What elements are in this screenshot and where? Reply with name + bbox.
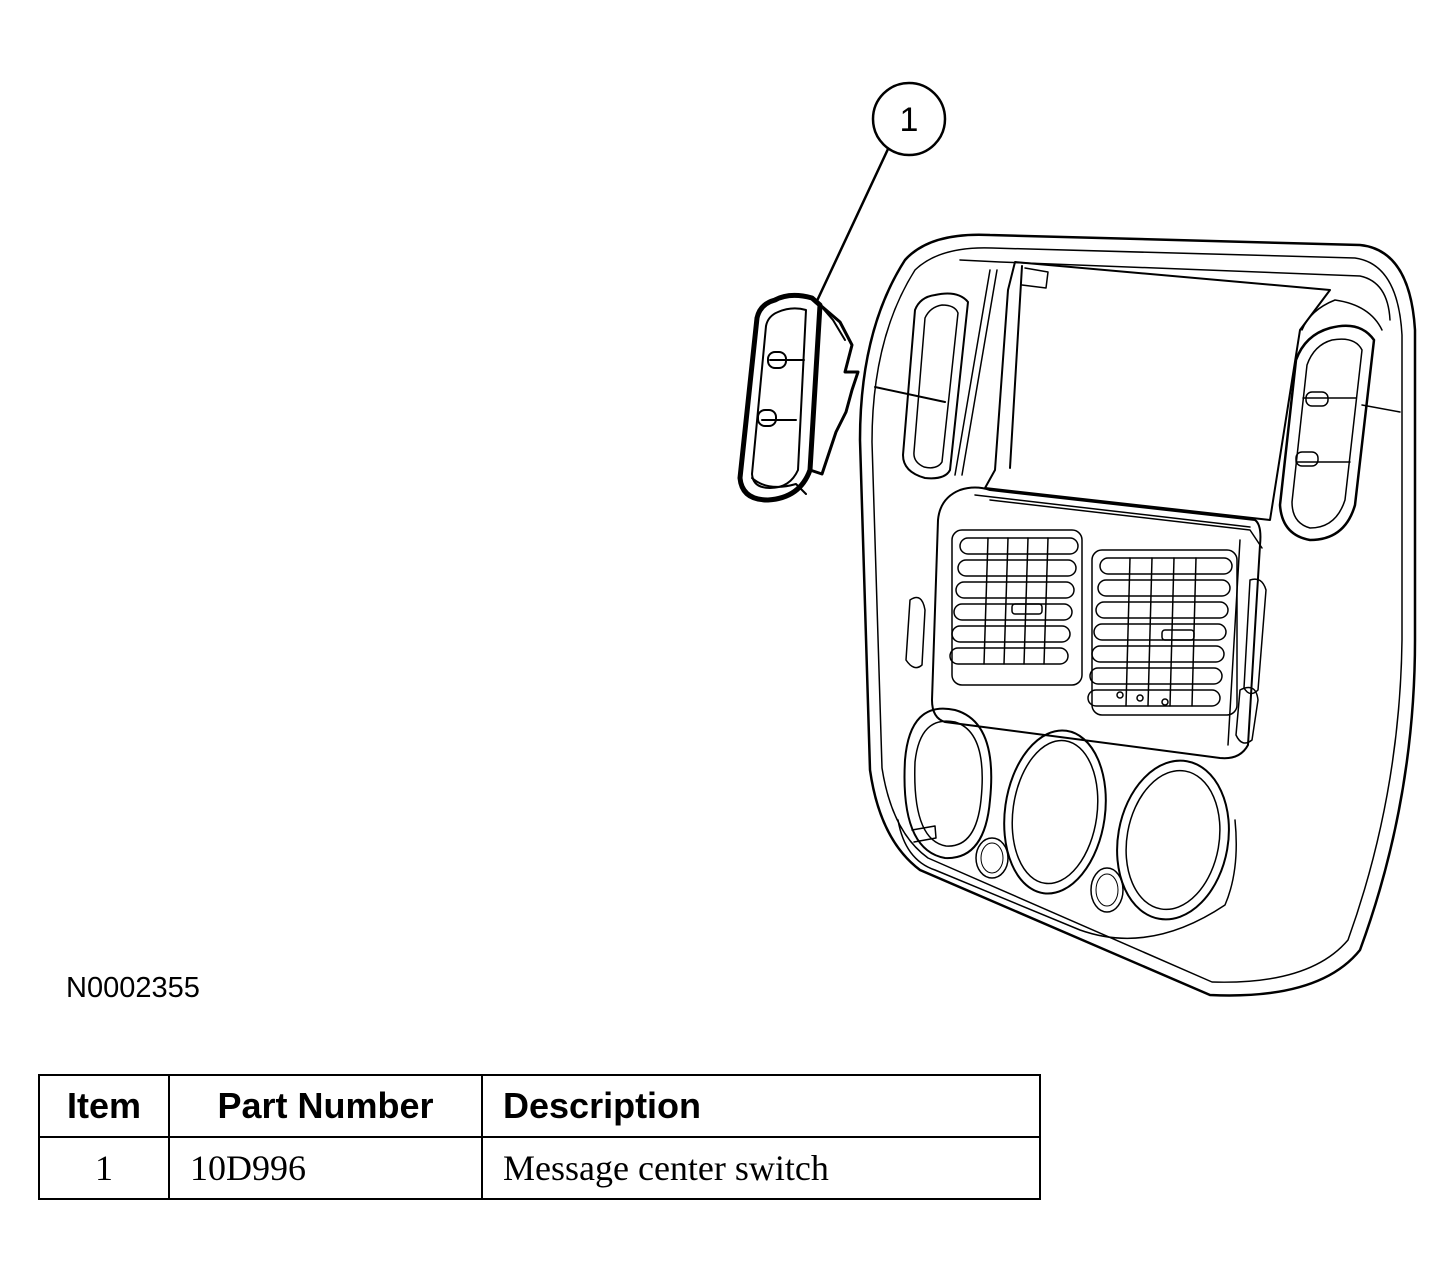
cell-item: 1 <box>38 1136 170 1200</box>
header-description: Description <box>481 1074 1041 1138</box>
vent-housing <box>931 486 1262 760</box>
right-air-vent <box>1087 549 1238 716</box>
figure-id: N0002355 <box>66 972 200 1004</box>
control-openings <box>897 707 1237 940</box>
left-air-vent <box>949 529 1083 686</box>
callout-circle <box>871 81 947 157</box>
message-center-switch <box>737 292 860 503</box>
installed-message-center-switch <box>1278 324 1401 542</box>
callout-label: 1 <box>900 101 919 139</box>
cell-part-number: 10D996 <box>168 1136 483 1200</box>
installation-direction-line <box>874 386 946 403</box>
table-row: 1 10D996 Message center switch <box>38 1136 1041 1200</box>
cell-description: Message center switch <box>481 1136 1041 1200</box>
header-item: Item <box>38 1074 170 1138</box>
callout-leader-line <box>814 147 890 305</box>
center-console-bezel <box>858 233 1417 997</box>
display-opening <box>984 261 1331 521</box>
header-part-number: Part Number <box>168 1074 483 1138</box>
exploded-view-diagram: 1 <box>737 81 1417 997</box>
table-header-row: Item Part Number Description <box>38 1074 1041 1138</box>
parts-table: Item Part Number Description 1 10D996 Me… <box>38 1074 1041 1200</box>
callout-1 <box>814 81 947 305</box>
left-switch-opening <box>902 292 969 480</box>
